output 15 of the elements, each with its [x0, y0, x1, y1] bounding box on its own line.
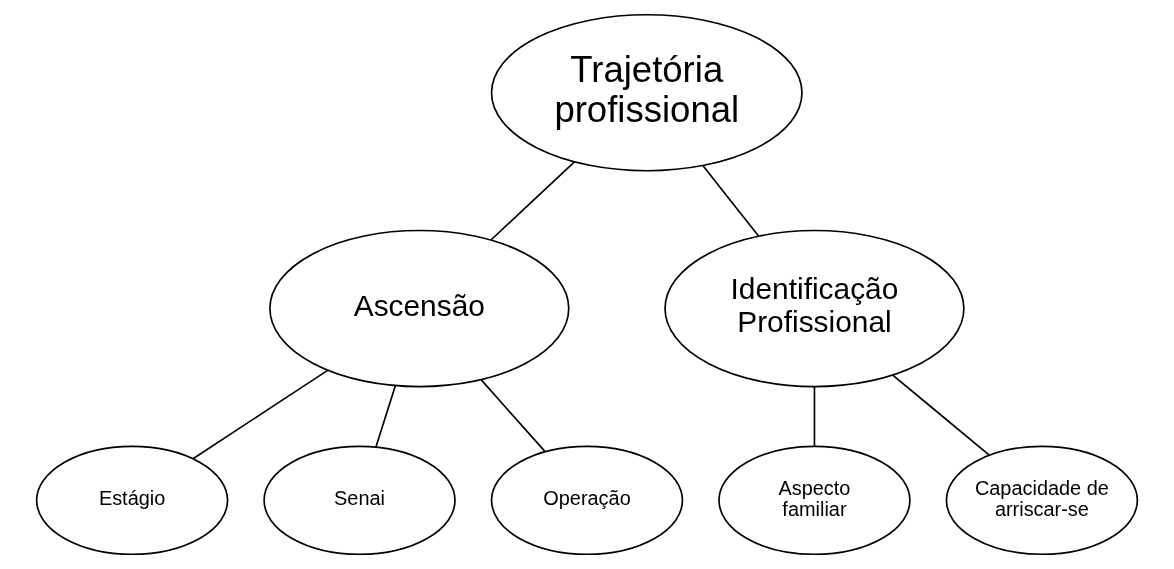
connector: [702, 164, 760, 237]
connector: [480, 379, 546, 453]
node-ellipse: Ascensão: [269, 229, 570, 388]
node-ellipse: Aspecto familiar: [718, 445, 911, 556]
connector: [490, 161, 575, 241]
connector: [813, 386, 816, 448]
node-ellipse: Trajetória profissional: [490, 13, 803, 172]
node-ellipse: Capacidade de arriscar-se: [945, 445, 1139, 556]
node-ellipse: Estágio: [35, 445, 229, 556]
node-ellipse: Senai: [263, 445, 456, 556]
connector: [891, 374, 991, 456]
connector: [375, 384, 397, 448]
node-ellipse: Operação: [490, 445, 684, 556]
node-ellipse: Identificação Profissional: [664, 229, 965, 388]
connector: [192, 369, 329, 460]
